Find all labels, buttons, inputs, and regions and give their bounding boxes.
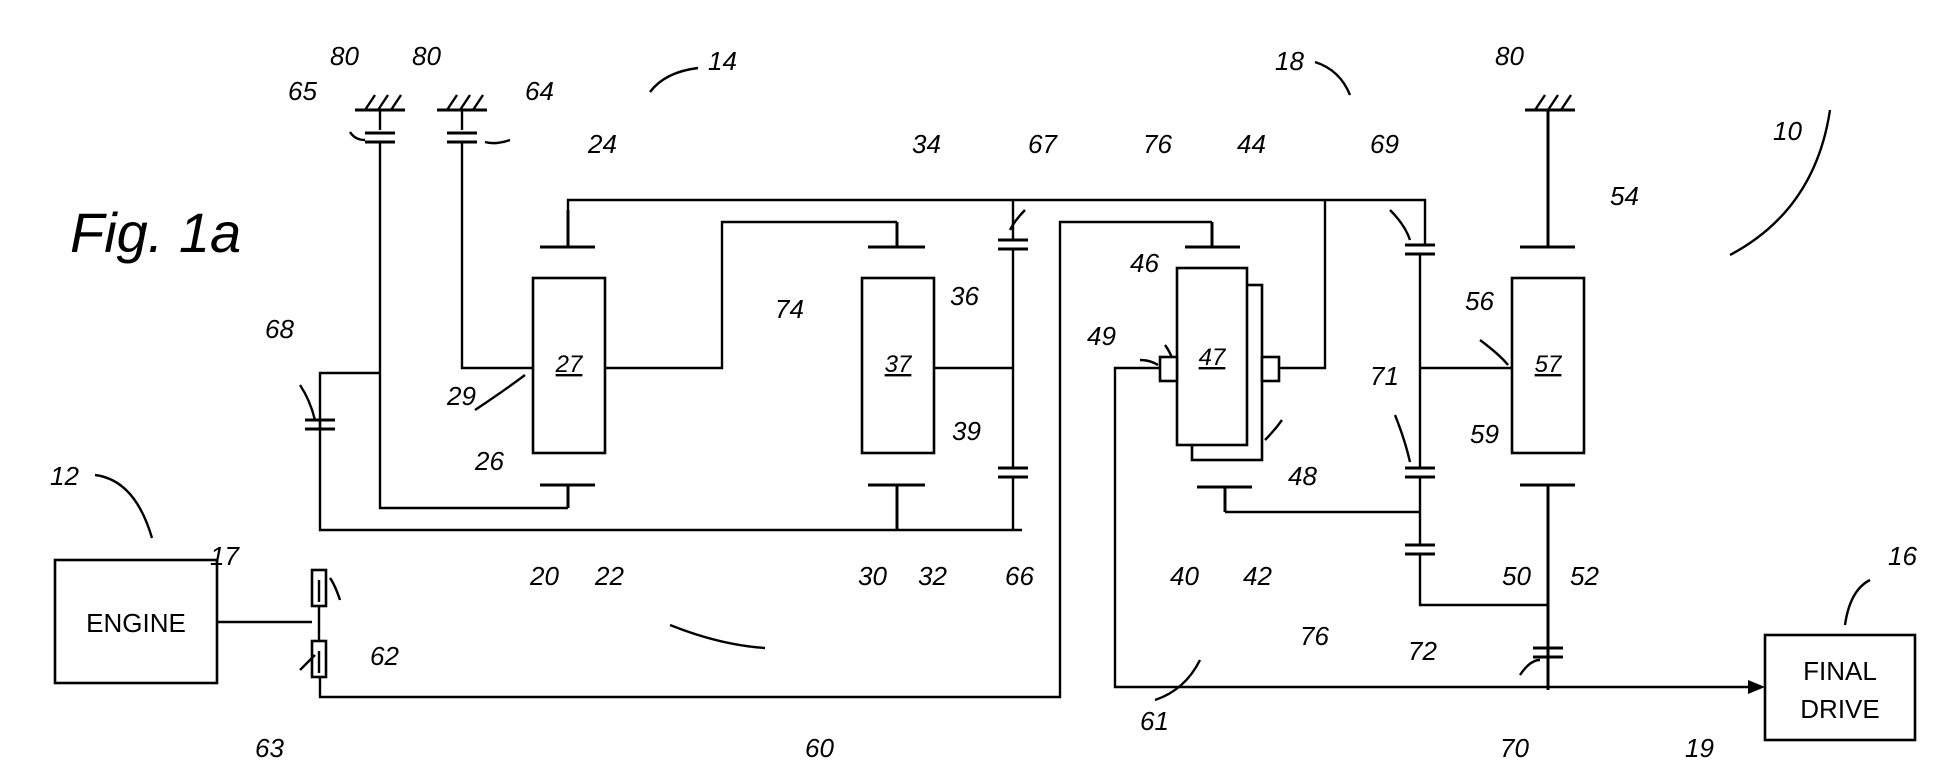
svg-text:56: 56 bbox=[1465, 286, 1494, 316]
final-drive-label-1: FINAL bbox=[1803, 656, 1877, 686]
svg-text:80: 80 bbox=[330, 41, 359, 71]
svg-text:39: 39 bbox=[952, 416, 981, 446]
svg-text:18: 18 bbox=[1275, 46, 1304, 76]
svg-text:42: 42 bbox=[1243, 561, 1272, 591]
svg-text:26: 26 bbox=[474, 446, 504, 476]
brake-64 bbox=[447, 133, 477, 153]
svg-text:50: 50 bbox=[1502, 561, 1531, 591]
svg-text:44: 44 bbox=[1237, 129, 1266, 159]
svg-text:61: 61 bbox=[1140, 706, 1169, 736]
svg-text:49: 49 bbox=[1087, 321, 1116, 351]
svg-text:14: 14 bbox=[708, 46, 737, 76]
svg-text:68: 68 bbox=[265, 314, 294, 344]
brake-65 bbox=[365, 133, 395, 153]
svg-text:48: 48 bbox=[1288, 461, 1317, 491]
svg-text:27: 27 bbox=[555, 351, 584, 378]
svg-text:76: 76 bbox=[1300, 621, 1329, 651]
clutch-71 bbox=[1405, 468, 1435, 477]
clutch-67 bbox=[998, 240, 1028, 249]
svg-text:80: 80 bbox=[412, 41, 441, 71]
ground-symbol-54 bbox=[1525, 95, 1575, 110]
svg-text:57: 57 bbox=[1535, 351, 1563, 378]
svg-text:71: 71 bbox=[1370, 361, 1399, 391]
svg-text:46: 46 bbox=[1130, 248, 1159, 278]
svg-text:17: 17 bbox=[210, 541, 240, 571]
svg-text:19: 19 bbox=[1685, 733, 1714, 763]
svg-text:40: 40 bbox=[1170, 561, 1199, 591]
svg-text:54: 54 bbox=[1610, 181, 1639, 211]
svg-text:10: 10 bbox=[1773, 116, 1802, 146]
final-drive-box: FINAL DRIVE bbox=[1765, 635, 1915, 740]
svg-text:62: 62 bbox=[370, 641, 399, 671]
svg-text:80: 80 bbox=[1495, 41, 1524, 71]
ground-symbol-64 bbox=[437, 95, 487, 130]
clutch-66 bbox=[998, 468, 1028, 477]
ground-symbol-65 bbox=[355, 95, 405, 130]
svg-text:16: 16 bbox=[1888, 541, 1917, 571]
svg-text:74: 74 bbox=[775, 294, 804, 324]
svg-text:30: 30 bbox=[858, 561, 887, 591]
svg-text:59: 59 bbox=[1470, 419, 1499, 449]
clutch-63 bbox=[312, 641, 326, 677]
leader-lines bbox=[95, 62, 1870, 700]
svg-text:32: 32 bbox=[918, 561, 947, 591]
clutch-62 bbox=[312, 570, 326, 606]
svg-text:72: 72 bbox=[1408, 636, 1437, 666]
engine-label: ENGINE bbox=[86, 608, 186, 638]
svg-text:70: 70 bbox=[1500, 733, 1529, 763]
svg-text:60: 60 bbox=[805, 733, 834, 763]
svg-text:37: 37 bbox=[885, 351, 913, 378]
planetary-gearset-1: 27 bbox=[533, 210, 605, 508]
svg-text:65: 65 bbox=[288, 76, 317, 106]
reference-numerals: 10 12 14 16 17 18 19 20 22 24 26 29 30 3… bbox=[50, 41, 1917, 763]
svg-text:76: 76 bbox=[1143, 129, 1172, 159]
clutch-72 bbox=[1405, 545, 1435, 554]
svg-text:52: 52 bbox=[1570, 561, 1599, 591]
svg-text:67: 67 bbox=[1028, 129, 1058, 159]
svg-text:66: 66 bbox=[1005, 561, 1034, 591]
planetary-gearset-2: 37 bbox=[862, 222, 934, 530]
svg-text:69: 69 bbox=[1370, 129, 1399, 159]
svg-text:36: 36 bbox=[950, 281, 979, 311]
svg-text:63: 63 bbox=[255, 733, 284, 763]
svg-text:47: 47 bbox=[1199, 344, 1227, 371]
svg-text:34: 34 bbox=[912, 129, 941, 159]
engine-box: ENGINE bbox=[55, 560, 217, 683]
svg-text:12: 12 bbox=[50, 461, 79, 491]
clutch-69 bbox=[1405, 245, 1435, 254]
svg-text:20: 20 bbox=[529, 561, 559, 591]
planetary-gearset-3: 47 bbox=[1160, 222, 1279, 512]
svg-text:22: 22 bbox=[594, 561, 624, 591]
planetary-gearset-4: 57 bbox=[1512, 110, 1584, 690]
svg-text:24: 24 bbox=[587, 129, 617, 159]
svg-text:29: 29 bbox=[446, 381, 476, 411]
svg-text:64: 64 bbox=[525, 76, 554, 106]
final-drive-label-2: DRIVE bbox=[1800, 694, 1879, 724]
figure-title: Fig. 1a bbox=[70, 201, 241, 264]
